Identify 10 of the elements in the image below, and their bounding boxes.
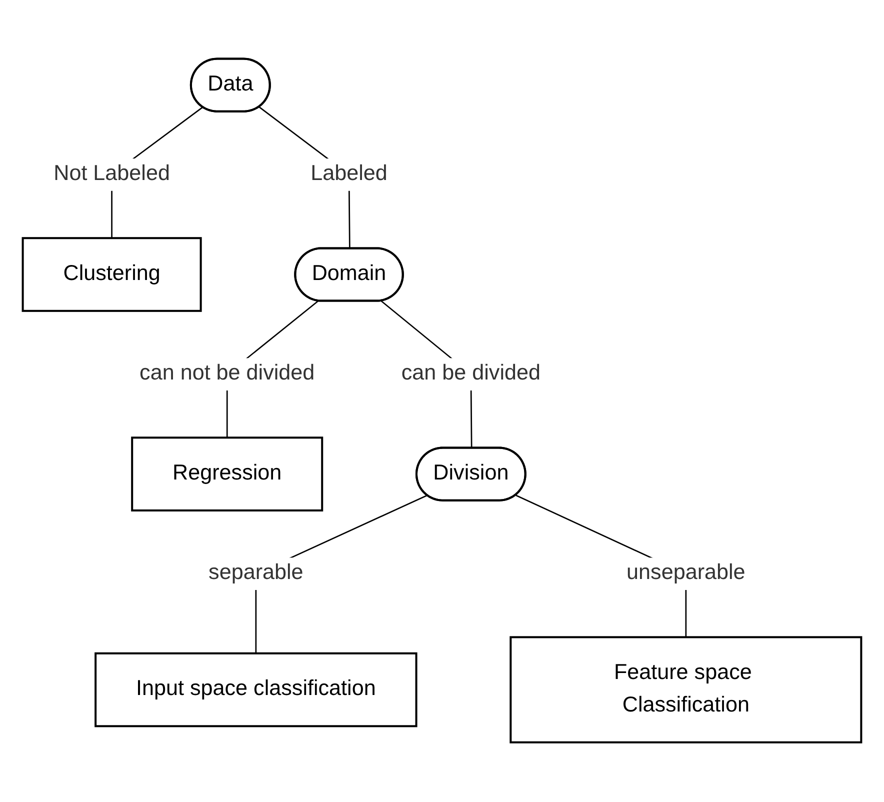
edge-label: Not Labeled [54, 163, 170, 186]
edge-label: can be divided [401, 362, 540, 386]
edge-label: can not be divided [140, 362, 315, 386]
node-box: Regression [131, 437, 324, 512]
edge-label: unseparable [626, 562, 746, 586]
node-box: Feature space Classification [510, 636, 862, 744]
edge-label: Labeled [310, 163, 388, 186]
node-box: Clustering [22, 238, 202, 312]
edge-label: separable [208, 562, 304, 586]
node-box: Input space classification [94, 652, 418, 728]
